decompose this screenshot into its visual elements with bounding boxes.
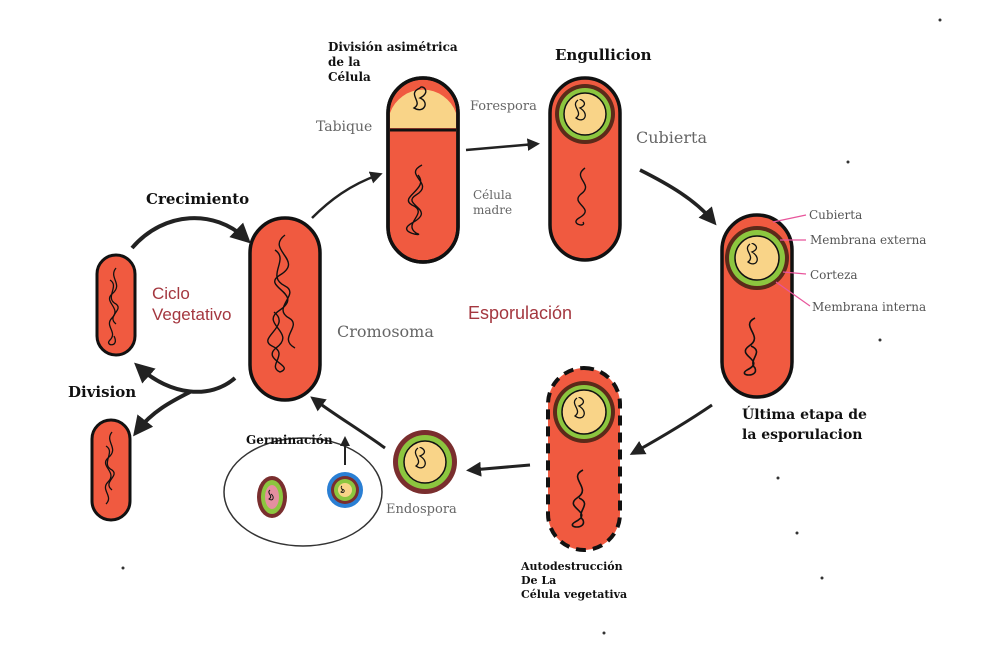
large-cell <box>248 216 322 402</box>
label-tabique: Tabique <box>316 119 373 135</box>
label-esporulacion: Esporulación <box>468 303 573 323</box>
label-autodestruccion: Autodestrucción De La Célula vegetativa <box>521 560 628 601</box>
label-forespora: Forespora <box>470 99 537 114</box>
small-cell-bottom <box>90 418 132 522</box>
label-endospora: Endospora <box>386 502 457 517</box>
label-engullicion: Engullicion <box>555 46 652 64</box>
arrow-to-autodestruction <box>629 403 713 455</box>
label-layer-corteza: Corteza <box>810 268 858 282</box>
arrow-to-engulfment <box>465 138 540 152</box>
arrow-endospore-to-cycle <box>310 396 386 450</box>
label-ciclo-vegetativo: Ciclo Vegetativo <box>152 284 232 325</box>
arrow-to-endospore <box>466 461 531 477</box>
label-layer-cubierta: Cubierta <box>809 208 863 222</box>
growth-arrow <box>130 216 251 250</box>
label-germinacion: Germinación <box>246 433 333 447</box>
label-cubierta-top: Cubierta <box>636 128 707 147</box>
endospore <box>393 430 457 494</box>
label-layer-membrana-externa: Membrana externa <box>810 233 927 247</box>
asymmetric-division-cell <box>386 76 460 264</box>
engulfment-cell <box>548 76 622 262</box>
label-cromosoma: Cromosoma <box>337 322 434 341</box>
final-stage-cell <box>720 213 811 399</box>
small-cell-top <box>95 253 137 357</box>
label-layer-membrana-interna: Membrana interna <box>812 300 927 314</box>
division-arrow-bottom <box>133 390 191 437</box>
label-celula-madre: Célula madre <box>473 188 513 217</box>
autodestruction-cell <box>546 366 622 552</box>
division-arrow-top <box>134 362 237 394</box>
germination-group <box>223 436 383 547</box>
label-ultima-etapa: Última etapa de la esporulacion <box>742 407 867 443</box>
label-crecimiento: Crecimiento <box>146 190 250 208</box>
label-division: Division <box>68 383 137 401</box>
arrow-to-asymmetric <box>311 171 383 219</box>
arrow-to-final-stage <box>639 168 717 226</box>
label-division-asimetrica: División asimétrica de la Célula <box>328 40 458 84</box>
